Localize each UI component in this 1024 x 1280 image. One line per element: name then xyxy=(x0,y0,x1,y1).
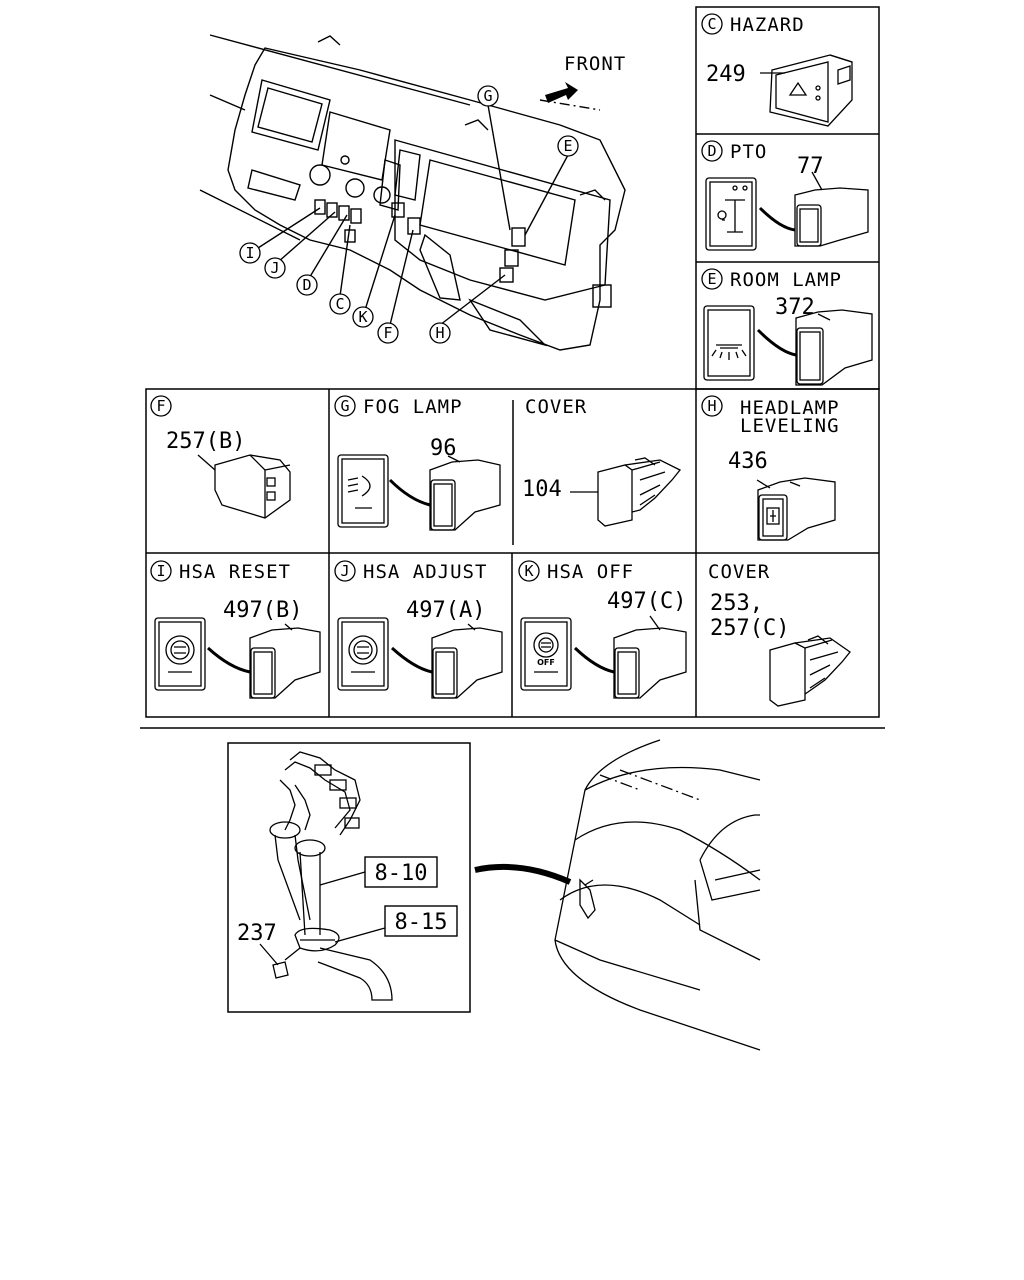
panel-k-cover: COVER 253, 257(C) xyxy=(708,561,851,707)
fog-lamp-switch-icon xyxy=(337,454,501,531)
panel-j-part: 497(A) xyxy=(406,598,485,623)
truck-cab-illustration xyxy=(554,739,761,1051)
panel-k-letter: K xyxy=(524,562,533,580)
panel-h-headlamp-leveling: H HEADLAMP LEVELING 436 xyxy=(701,395,840,541)
callout-j xyxy=(264,257,286,279)
panel-k-hsa-off: K HSA OFF 497(C) OFF xyxy=(518,560,687,699)
callout-c-letter: C xyxy=(335,295,344,313)
callout-j-letter: J xyxy=(270,259,279,277)
panel-h-title-line2: LEVELING xyxy=(740,415,840,437)
ref-box-1: 8-10 xyxy=(364,856,438,888)
panel-f-letter: F xyxy=(156,397,165,415)
panel-k-title: HSA OFF xyxy=(547,561,634,583)
hsa-off-switch-icon xyxy=(520,615,687,699)
panel-e-letter: E xyxy=(707,270,716,288)
panel-d-pto: D PTO 77 xyxy=(701,140,869,251)
callout-c xyxy=(329,293,351,315)
switch-cover-2-icon xyxy=(769,635,851,707)
panel-g-cover: COVER 104 xyxy=(522,396,682,527)
panel-d-title: PTO xyxy=(730,141,767,163)
hazard-switch-icon xyxy=(760,54,853,127)
panel-g-fog-lamp: G FOG LAMP 96 xyxy=(334,395,501,531)
harness-detail-frame xyxy=(227,742,471,1013)
callout-d xyxy=(296,274,318,296)
callout-g-letter: G xyxy=(483,87,492,105)
callout-h xyxy=(429,322,451,344)
room-lamp-switch-icon xyxy=(703,305,873,386)
callout-circles xyxy=(239,85,579,344)
panel-h-letter: H xyxy=(707,397,716,415)
panel-k-cover-part-line2: 257(C) xyxy=(710,616,789,641)
panel-c-hazard: C HAZARD 249 xyxy=(701,13,853,127)
callout-e xyxy=(557,135,579,157)
panel-g-letter: G xyxy=(340,397,349,415)
dashboard-illustration xyxy=(199,34,626,351)
callout-e-letter: E xyxy=(563,137,572,155)
panel-j-title: HSA ADJUST xyxy=(363,561,487,583)
callout-f xyxy=(377,322,399,344)
callout-f-letter: F xyxy=(383,324,392,342)
hsa-adjust-switch-icon xyxy=(337,617,503,699)
harness-detail-illustration xyxy=(269,751,393,1001)
callout-k xyxy=(352,306,374,328)
callout-leaders xyxy=(257,104,569,326)
panel-i-hsa-reset: I HSA RESET 497(B) xyxy=(150,560,321,699)
panel-g-part: 96 xyxy=(430,436,457,461)
panel-e-title: ROOM LAMP xyxy=(730,269,842,291)
panel-k-part: 497(C) xyxy=(607,589,686,614)
panel-f: F 257(B) xyxy=(150,395,291,519)
hsa-off-icon-text: OFF xyxy=(537,658,555,667)
callout-d-letter: D xyxy=(302,276,311,294)
callout-i-letter: I xyxy=(245,244,254,262)
panel-d-letter: D xyxy=(707,142,716,160)
ref-label-1: 8-10 xyxy=(375,861,428,886)
panel-c-part: 249 xyxy=(706,62,746,87)
panel-e-part: 372 xyxy=(775,295,815,320)
panel-d-part: 77 xyxy=(797,154,824,179)
panel-g-cover-title: COVER xyxy=(525,396,587,418)
panel-c-title: HAZARD xyxy=(730,14,805,36)
panel-j-letter: J xyxy=(340,562,349,580)
panel-h-part: 436 xyxy=(728,449,768,474)
blank-cover-icon xyxy=(197,454,291,519)
panel-e-room-lamp: E ROOM LAMP 372 xyxy=(701,268,873,386)
hsa-reset-switch-icon xyxy=(154,617,321,699)
panel-h-title-line1: HEADLAMP xyxy=(740,397,840,419)
pto-switch-icon xyxy=(705,171,869,251)
panel-j-hsa-adjust: J HSA ADJUST 497(A) xyxy=(334,560,503,699)
callout-h-letter: H xyxy=(435,324,444,342)
ref-label-2: 8-15 xyxy=(395,910,448,935)
detail-arrow xyxy=(474,863,572,885)
switch-cover-icon xyxy=(570,457,682,527)
panel-g-cover-part: 104 xyxy=(522,477,562,502)
panel-i-part: 497(B) xyxy=(223,598,302,623)
panel-k-cover-part-line1: 253, xyxy=(710,591,763,616)
panel-c-letter: C xyxy=(707,15,716,33)
panel-g-title: FOG LAMP xyxy=(363,396,463,418)
callout-i xyxy=(239,242,261,264)
panel-f-part: 257(B) xyxy=(166,429,245,454)
panel-i-title: HSA RESET xyxy=(179,561,291,583)
panel-i-letter: I xyxy=(156,562,165,580)
callout-k-letter: K xyxy=(358,308,367,326)
front-arrow-icon xyxy=(545,82,578,103)
ref-box-2: 8-15 xyxy=(384,905,458,937)
front-label: FRONT xyxy=(564,53,626,75)
headlamp-leveling-switch-icon xyxy=(756,477,836,541)
callout-g xyxy=(477,85,499,107)
bottom-part-237: 237 xyxy=(237,921,277,946)
panel-k-cover-title: COVER xyxy=(708,561,770,583)
